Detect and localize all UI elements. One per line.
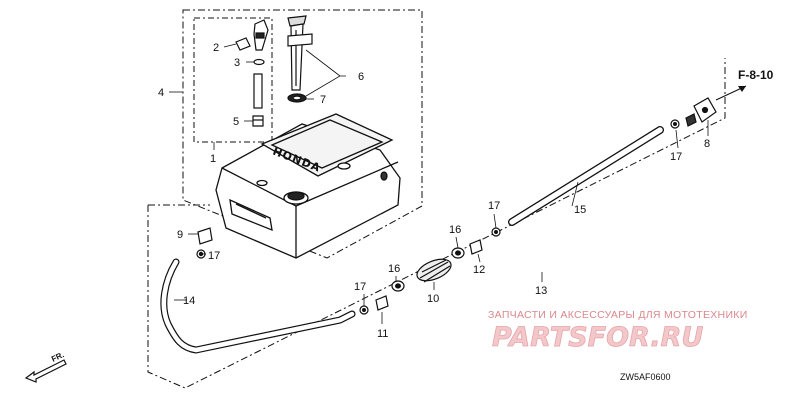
watermark-tagline: ЗАПЧАСТИ И АКСЕССУАРЫ ДЛЯ МОТОТЕХНИКИ bbox=[488, 309, 748, 321]
engine-connector bbox=[670, 97, 717, 129]
callout-5: 5 bbox=[233, 116, 239, 128]
hose-group-frame bbox=[147, 58, 726, 389]
fuel-hose-inner bbox=[161, 259, 355, 353]
callout-12: 12 bbox=[473, 264, 485, 276]
callout-13: 13 bbox=[535, 285, 547, 297]
diagram-code: ZW5AF0600 bbox=[620, 372, 671, 382]
callout-4: 4 bbox=[158, 87, 164, 99]
primer-bulb-assembly bbox=[359, 227, 501, 315]
tank-group-frame bbox=[182, 9, 423, 259]
callout-16-upper: 16 bbox=[449, 224, 461, 236]
tank-cap-assembly bbox=[235, 19, 269, 127]
reference-label: F-8-10 bbox=[738, 68, 774, 82]
fuel-gauge bbox=[287, 15, 313, 103]
callout-7: 7 bbox=[320, 94, 326, 106]
callout-15: 15 bbox=[574, 204, 586, 216]
callout-17-lower: 17 bbox=[354, 281, 366, 293]
callout-11: 11 bbox=[377, 328, 388, 340]
callout-17-right: 17 bbox=[670, 151, 682, 163]
reference-arrowhead bbox=[738, 86, 746, 92]
leader-lines bbox=[169, 43, 709, 324]
callout-1: 1 bbox=[210, 153, 216, 165]
front-arrow-icon bbox=[24, 359, 67, 383]
callout-17-left: 17 bbox=[208, 250, 220, 262]
callout-16-lower: 16 bbox=[388, 263, 400, 275]
callout-9: 9 bbox=[177, 229, 183, 241]
callout-2: 2 bbox=[213, 42, 219, 54]
front-direction-indicator: FR. bbox=[24, 350, 67, 383]
callout-14: 14 bbox=[183, 295, 195, 307]
callout-6: 6 bbox=[358, 71, 364, 83]
callout-17-mid: 17 bbox=[488, 200, 500, 212]
callout-3: 3 bbox=[234, 57, 240, 69]
callout-8: 8 bbox=[704, 138, 710, 150]
breather-hose-inner bbox=[509, 127, 663, 225]
watermark-brand: PARTSFOR.RU bbox=[492, 322, 703, 353]
callout-10: 10 bbox=[427, 293, 439, 305]
fuel-tank bbox=[215, 113, 401, 259]
